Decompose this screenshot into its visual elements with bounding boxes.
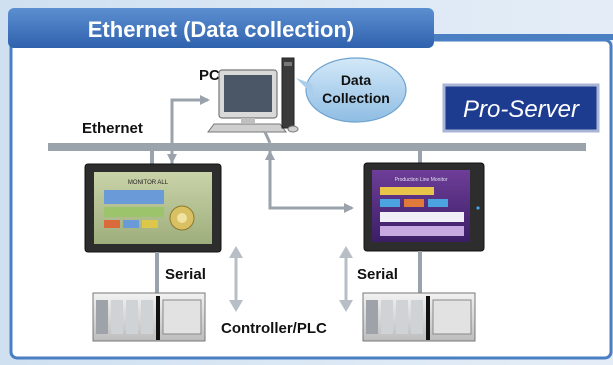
double-arrow-icon: [339, 246, 353, 312]
hmi-panel-icon: MONITOR ALL: [84, 163, 222, 253]
right-screen-header: Production Line Monitor: [395, 177, 448, 183]
data-bubble-icon: Data Collection: [296, 57, 407, 123]
serial-label-left: Serial: [165, 266, 206, 283]
ethernet-bus: [48, 143, 586, 151]
plc-icon: [362, 292, 476, 342]
logo-text: Pro-Server: [463, 96, 580, 123]
page-title: Ethernet (Data collection): [88, 17, 354, 42]
data-collection-line1: Data: [341, 72, 372, 88]
hmi-panel-icon: Production Line Monitor: [363, 162, 485, 252]
pro-server-logo: Pro-Server: [442, 83, 600, 133]
ethernet-label: Ethernet: [82, 120, 143, 137]
serial-label-right: Serial: [357, 266, 398, 283]
plc-icon: [92, 292, 206, 342]
title-rule: [430, 34, 613, 40]
left-screen-header: MONITOR ALL: [128, 180, 169, 186]
pc-label: PC: [199, 67, 220, 84]
double-arrow-icon: [229, 246, 243, 312]
controller-plc-label: Controller/PLC: [221, 320, 327, 337]
data-collection-line2: Collection: [322, 90, 390, 106]
pc-icon: PC: [199, 57, 299, 144]
title-tab: Ethernet (Data collection): [8, 8, 434, 48]
